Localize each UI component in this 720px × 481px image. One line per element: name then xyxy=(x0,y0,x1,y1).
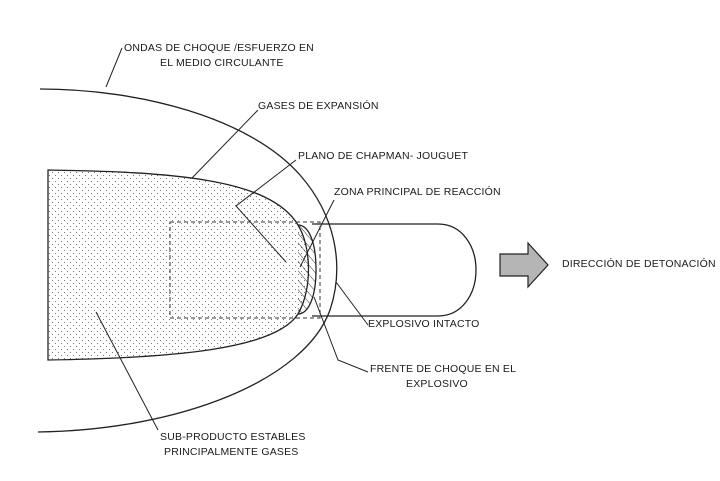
label-expansion-gases: GASES DE EXPANSIÓN xyxy=(258,100,379,113)
label-byproducts-line2: PRINCIPALMENTE GASES xyxy=(164,446,299,459)
leader-shock-front xyxy=(314,297,368,372)
leader-intact-explosive xyxy=(336,282,368,325)
leader-shock-waves xyxy=(106,48,122,87)
label-reaction-zone: ZONA PRINCIPAL DE REACCIÓN xyxy=(334,186,501,199)
detonation-arrow xyxy=(500,243,548,287)
label-shock-waves-line1: ONDAS DE CHOQUE /ESFUERZO EN xyxy=(124,42,314,55)
label-detonation-direction: DIRECCIÓN DE DETONACIÓN xyxy=(562,258,716,271)
label-byproducts-line1: SUB-PRODUCTO ESTABLES xyxy=(160,431,306,444)
label-shock-front-line1: FRENTE DE CHOQUE EN EL xyxy=(370,363,516,376)
label-intact-explosive: EXPLOSIVO INTACTO xyxy=(368,318,480,331)
label-shock-waves-line2: EL MEDIO CIRCULANTE xyxy=(160,57,284,70)
leader-expansion-gases xyxy=(192,110,258,178)
expansion-gas-region xyxy=(48,170,309,360)
label-shock-front-line2: EXPLOSIVO xyxy=(406,378,468,391)
label-chapman-jouguet-plane: PLANO DE CHAPMAN- JOUGUET xyxy=(298,150,468,163)
